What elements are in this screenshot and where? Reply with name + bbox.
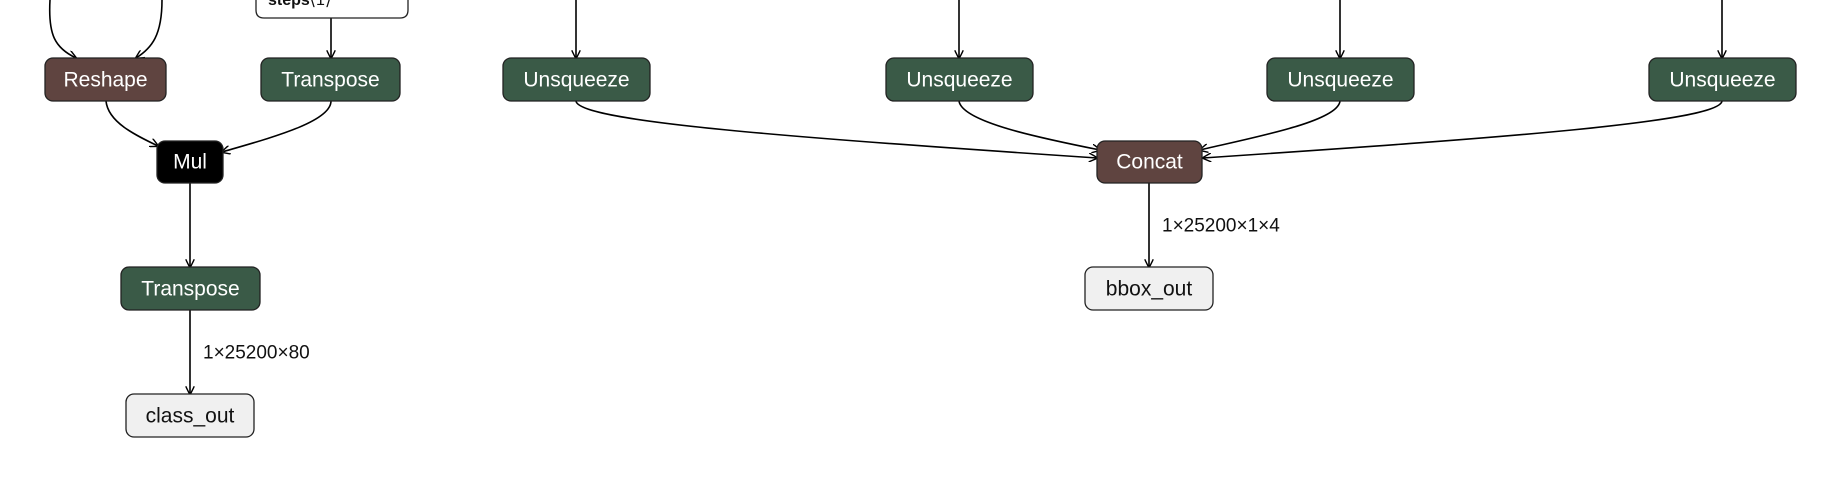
- unsqueeze-3-node[interactable]: Unsqueeze: [1266, 57, 1415, 102]
- unsqueeze-1-node[interactable]: Unsqueeze: [502, 57, 651, 102]
- bbox-out-node-label: bbox_out: [1106, 278, 1193, 301]
- unsqueeze-1-node-label: Unsqueeze: [523, 69, 629, 92]
- class-out-shape-label: 1×25200×80: [203, 343, 310, 364]
- unsqueeze-2-node[interactable]: Unsqueeze: [885, 57, 1034, 102]
- unsqueeze-2-node-box: [885, 57, 1034, 102]
- transpose-bottom-node-box: [120, 266, 261, 311]
- concat-node[interactable]: Concat: [1096, 140, 1203, 184]
- unsqueeze-3-node-box: [1266, 57, 1415, 102]
- mul-node[interactable]: Mul: [156, 140, 224, 184]
- unsqueeze-1-node-box: [502, 57, 651, 102]
- edge-transpose-to-mul: [222, 100, 332, 152]
- steps-input-label: steps⟨1⟩: [268, 0, 331, 9]
- reshape-node-box: [44, 57, 167, 102]
- mul-node-label: Mul: [173, 151, 207, 174]
- transpose-top-node[interactable]: Transpose: [260, 57, 401, 102]
- edge-loop-left-to-reshape: [48, 0, 76, 58]
- class-out-node[interactable]: class_out: [125, 393, 255, 438]
- edge-reshape-to-mul: [105, 100, 158, 146]
- edge-loop-right-to-reshape: [136, 0, 163, 58]
- edge-unsqueeze-4-to-concat: [1203, 100, 1723, 158]
- reshape-node[interactable]: Reshape: [44, 57, 167, 102]
- transpose-top-node-label: Transpose: [281, 69, 379, 92]
- edge-unsqueeze-1-to-concat: [575, 100, 1097, 158]
- transpose-bottom-node-label: Transpose: [141, 278, 239, 301]
- bbox-out-node-box: [1084, 266, 1214, 311]
- edges-right: [576, 0, 1722, 267]
- edges-left: [48, 0, 332, 394]
- unsqueeze-3-node-label: Unsqueeze: [1287, 69, 1393, 92]
- steps-input-node[interactable]: steps⟨1⟩: [255, 0, 409, 19]
- class-out-node-box: [125, 393, 255, 438]
- transpose-top-node-box: [260, 57, 401, 102]
- edge-unsqueeze-3-to-concat: [1200, 100, 1341, 150]
- reshape-node-label: Reshape: [63, 69, 147, 92]
- bbox-out-shape-label: 1×25200×1×4: [1162, 216, 1280, 237]
- unsqueeze-4-node-box: [1648, 57, 1797, 102]
- unsqueeze-2-node-label: Unsqueeze: [906, 69, 1012, 92]
- unsqueeze-4-node[interactable]: Unsqueeze: [1648, 57, 1797, 102]
- class-out-node-label: class_out: [146, 405, 235, 428]
- concat-node-label: Concat: [1116, 151, 1183, 174]
- mul-node-box: [156, 140, 224, 184]
- bbox-out-node[interactable]: bbox_out: [1084, 266, 1214, 311]
- edge-unsqueeze-2-to-concat: [958, 100, 1100, 150]
- transpose-bottom-node[interactable]: Transpose: [120, 266, 261, 311]
- unsqueeze-4-node-label: Unsqueeze: [1669, 69, 1775, 92]
- concat-node-box: [1096, 140, 1203, 184]
